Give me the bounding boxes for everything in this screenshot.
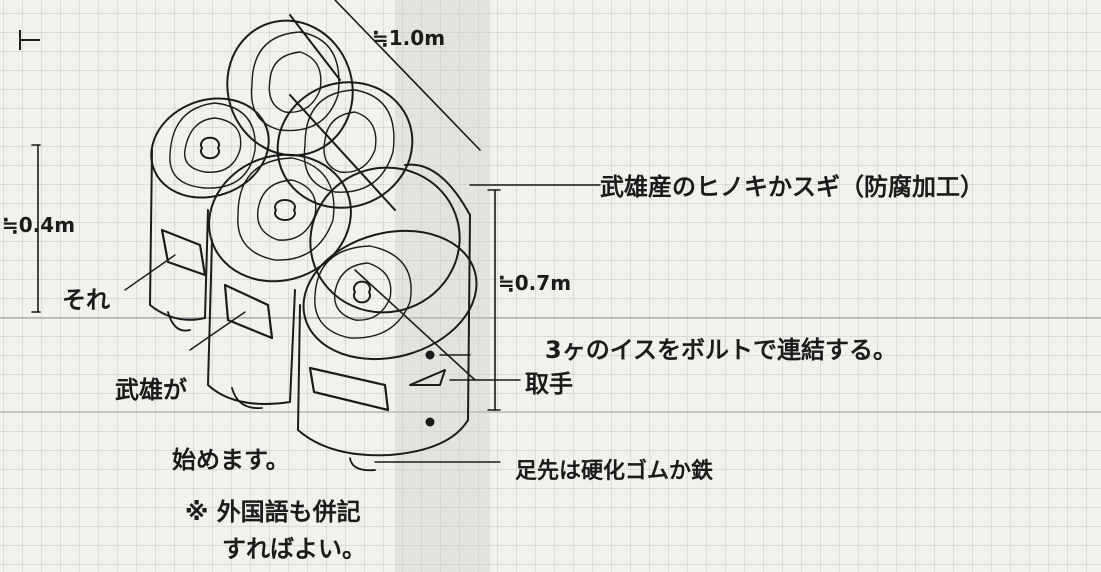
note-line-1: ※ 外国語も併記 <box>185 498 361 526</box>
material-label: 武雄産のヒノキかスギ（防腐加工） <box>600 173 984 201</box>
panel-text-1: それ <box>62 286 110 314</box>
stool-back-top <box>226 14 354 157</box>
panel-text-3: 始めます。 <box>172 446 290 474</box>
stool-front-left <box>189 153 352 410</box>
note-line-2: すればよい。 <box>222 535 366 563</box>
dimension-lines <box>31 0 501 411</box>
top-dimension-label: ≒1.0m <box>372 26 445 50</box>
corner-mark <box>19 30 40 50</box>
panel-text-2: 武雄が <box>115 376 187 404</box>
stool-front-right <box>297 163 478 472</box>
stool-middle <box>276 81 414 211</box>
left-dimension-label: ≒0.4m <box>2 213 75 237</box>
feet-label: 足先は硬化ゴムか鉄 <box>515 458 713 484</box>
right-dimension-label: ≒0.7m <box>498 271 571 295</box>
leader-lines <box>124 184 601 463</box>
handle-label: 取手 <box>525 370 573 398</box>
stool-left-back <box>149 97 270 332</box>
connection-label: 3ヶのイスをボルトで連結する。 <box>545 336 897 364</box>
ruled-lines <box>0 317 1101 413</box>
